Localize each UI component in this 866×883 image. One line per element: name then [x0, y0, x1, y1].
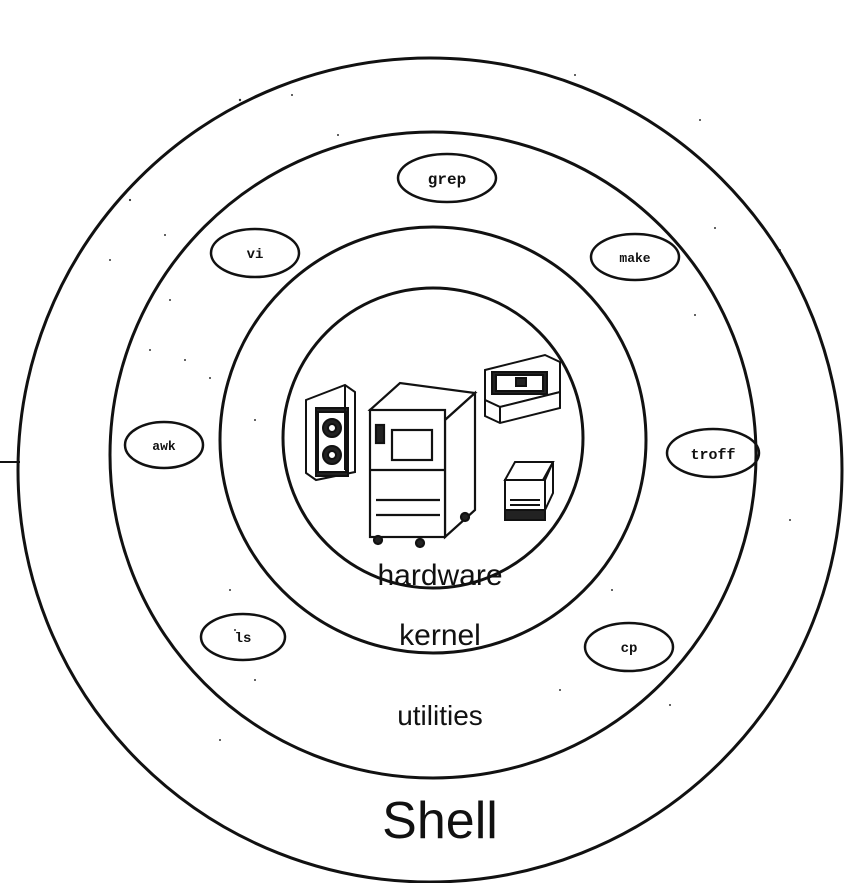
utility-ls: ls — [199, 612, 287, 662]
utility-label: troff — [690, 447, 735, 464]
disk-drive-icon — [305, 383, 356, 482]
kernel-ring — [218, 225, 648, 655]
kernel-label: kernel — [399, 619, 481, 652]
utility-awk: awk — [123, 420, 205, 470]
utility-label: grep — [428, 171, 466, 189]
printer-icon — [503, 461, 555, 521]
server-cabinet-icon — [367, 381, 478, 549]
shell-ring — [16, 56, 844, 883]
utility-grep: grep — [396, 152, 498, 204]
utility-label: ls — [235, 631, 252, 647]
terminal-icon — [484, 353, 561, 425]
hardware-label: hardware — [377, 559, 502, 592]
utilities-ring — [108, 130, 758, 780]
utilities-label: utilities — [397, 700, 483, 731]
utility-label: awk — [152, 439, 176, 454]
utility-cp: cp — [583, 621, 675, 673]
shell-label: Shell — [382, 792, 498, 850]
utility-label: cp — [621, 641, 638, 657]
utility-make: make — [589, 232, 681, 282]
utility-label: vi — [247, 247, 264, 263]
utility-troff: troff — [665, 427, 761, 479]
utility-label: make — [619, 251, 650, 266]
utility-vi: vi — [209, 227, 301, 279]
hardware-ring — [281, 286, 585, 590]
